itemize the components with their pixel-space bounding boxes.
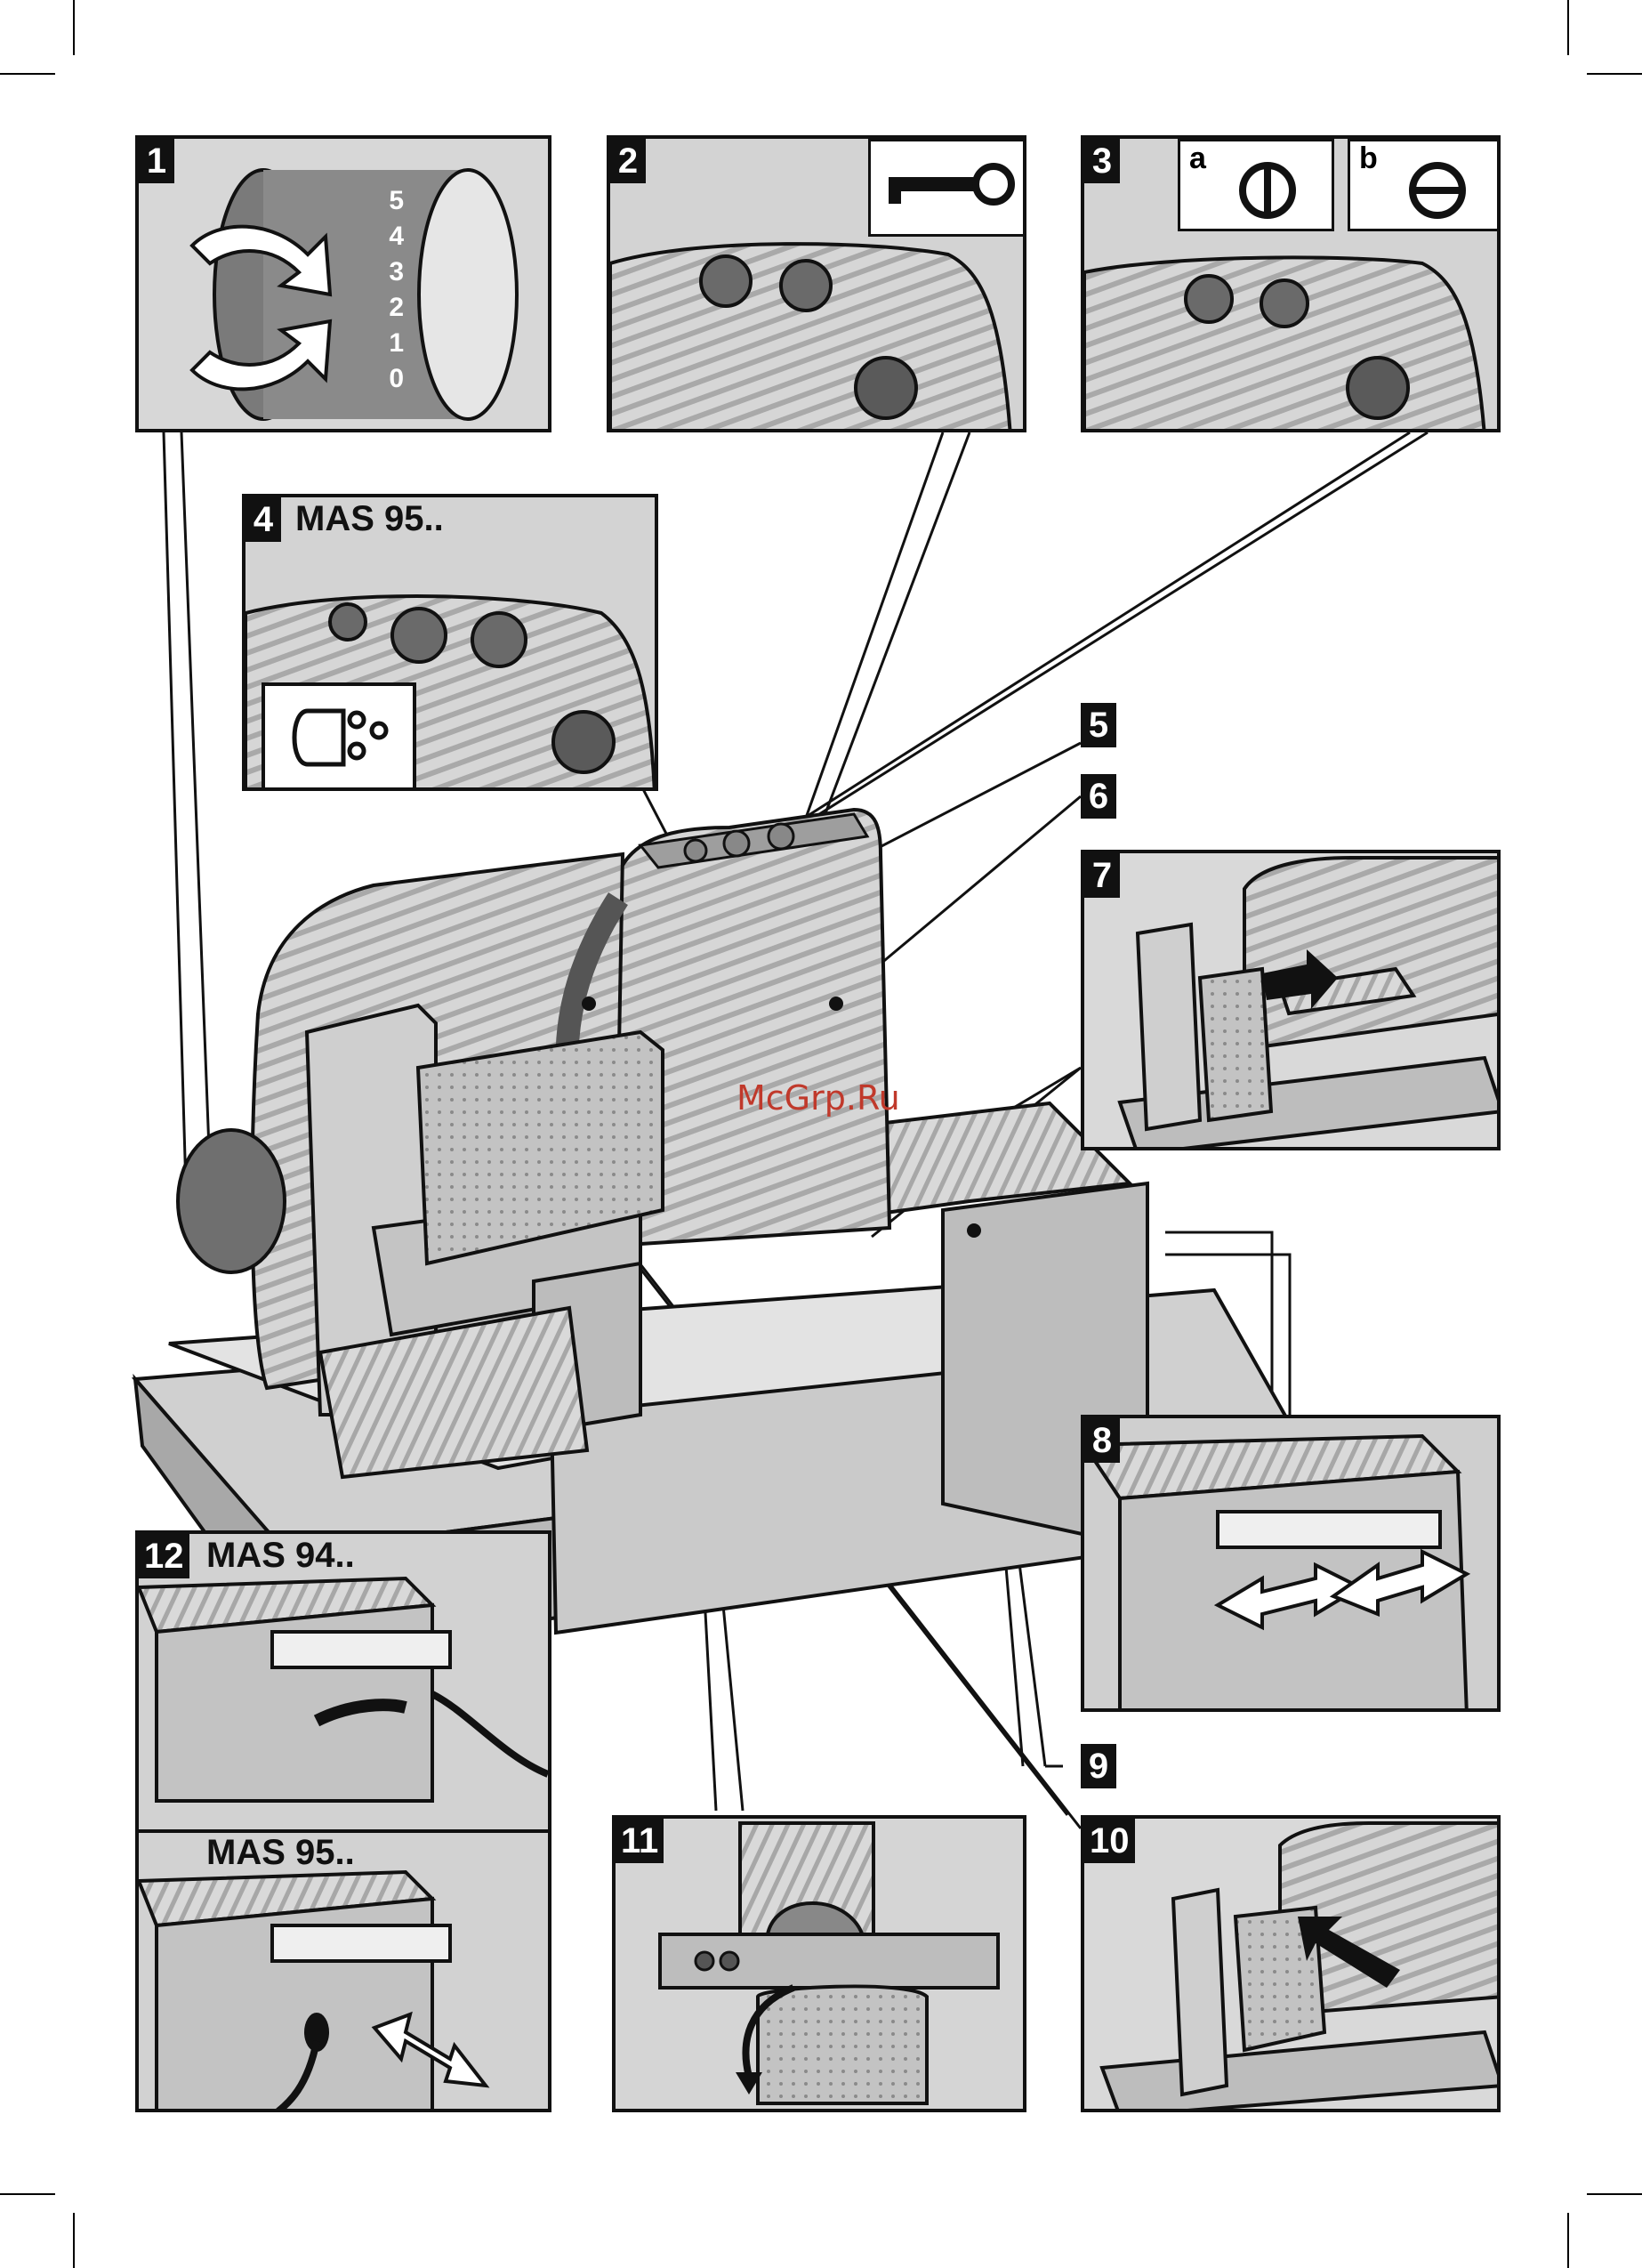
figure-4-panel: 4 MAS 95..: [242, 494, 658, 791]
figure-12-panel: 12 MAS 94.. MAS 95..: [135, 1530, 551, 2112]
switch-panel: [245, 497, 658, 791]
key-inset: [868, 139, 1026, 237]
inset-letter: a: [1189, 141, 1206, 176]
drawer-slide: [1084, 1418, 1501, 1712]
model-label: MAS 94..: [206, 1536, 355, 1576]
figure-10-panel: 10: [1081, 1815, 1501, 2112]
dial-mark: 5: [350, 183, 404, 219]
figure-number: 10: [1084, 1819, 1135, 1863]
figure-3-panel: 3 a b: [1081, 135, 1501, 432]
callout-6: 6: [1081, 774, 1116, 819]
callout-5: 5: [1081, 703, 1116, 747]
carriage-slide: [1084, 853, 1501, 1150]
watermark: McGrp.Ru: [736, 1078, 900, 1118]
dial-mark: 1: [350, 326, 404, 361]
cable-storage: [139, 1534, 551, 2112]
dial-mark: 2: [350, 290, 404, 326]
figure-number: 3: [1084, 139, 1120, 183]
thickness-dial: [139, 139, 551, 432]
drawer-removal: [616, 1819, 1026, 2112]
model-label: MAS 95..: [295, 499, 444, 539]
dial-scale: 5 4 3 2 1 0: [350, 183, 404, 397]
dial-mark: 4: [350, 219, 404, 254]
inset-b: b: [1348, 139, 1501, 231]
figure-11-panel: 11: [612, 1815, 1026, 2112]
callout-9: 9: [1081, 1744, 1116, 1788]
key-icon: [871, 141, 1024, 234]
dial-mark: 3: [350, 254, 404, 290]
figure-number: 11: [616, 1819, 664, 1863]
key-icon: [856, 358, 916, 418]
figure-number: 7: [1084, 853, 1120, 898]
figure-8-panel: 8: [1081, 1415, 1501, 1712]
model-label: MAS 95..: [206, 1833, 355, 1873]
figure-2-panel: 2: [607, 135, 1026, 432]
figure-1-panel: 1 5 4 3 2 1 0: [135, 135, 551, 432]
figure-7-panel: 7: [1081, 850, 1501, 1150]
inset-a: a: [1178, 139, 1334, 231]
product-plate-push: [1084, 1819, 1501, 2112]
figure-number: 8: [1084, 1418, 1120, 1463]
inset-letter: b: [1359, 141, 1378, 176]
figure-number: 1: [139, 139, 174, 183]
dial-mark: 0: [350, 361, 404, 397]
figure-number: 4: [245, 497, 281, 542]
figure-number: 12: [139, 1534, 189, 1578]
figure-number: 2: [610, 139, 646, 183]
